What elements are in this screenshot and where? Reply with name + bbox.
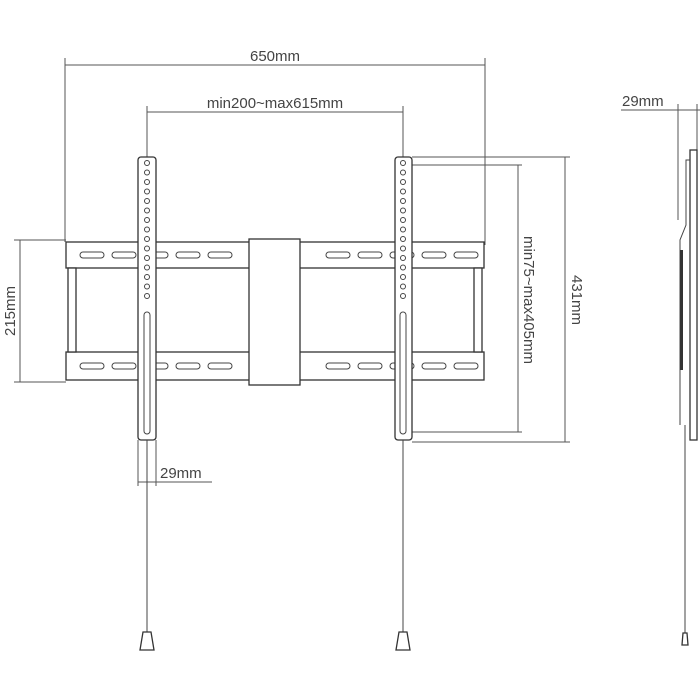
left-arm: [137, 156, 157, 441]
arm-hole: [400, 293, 406, 299]
rail-slot: [453, 251, 479, 259]
rail-slot: [421, 362, 447, 370]
arm-hole: [400, 255, 406, 261]
arm-hole: [400, 283, 406, 290]
right-safety-string: [395, 440, 411, 651]
left-safety-string: [139, 440, 155, 651]
profile-depth-label: 29mm: [622, 93, 664, 110]
right-arm: [394, 156, 413, 441]
rail-slot: [357, 362, 383, 370]
arm-spacing-label: min200~max615mm: [207, 95, 343, 112]
arm-hole: [400, 217, 406, 223]
rail-slot: [325, 251, 351, 259]
arm-width-dimension: 29mm: [137, 440, 212, 486]
arm-height-label: 431mm: [568, 275, 585, 325]
arm-height-dimension: 431mm: [412, 156, 585, 443]
arm-hole: [144, 245, 150, 252]
rail-slot: [175, 362, 201, 370]
rail-slot: [207, 251, 233, 259]
rail-slot: [325, 362, 351, 370]
arm-hole: [400, 169, 406, 176]
overall-width-label: 650mm: [250, 48, 300, 65]
rail-slot: [175, 251, 201, 259]
arm-hole: [144, 236, 150, 242]
arm-hole: [144, 293, 150, 299]
vertical-range-dimension: min75~max405mm: [412, 164, 537, 433]
arm-hole: [144, 255, 150, 261]
arm-spacing-dimension: min200~max615mm: [146, 95, 404, 158]
rail-slot: [207, 362, 233, 370]
arm-hole: [144, 169, 150, 176]
plate-height-dimension: 215mm: [2, 239, 66, 383]
rail-slot: [79, 251, 105, 259]
rail-slot: [111, 251, 137, 259]
arm-hole: [144, 217, 150, 223]
arm-hole: [400, 160, 406, 166]
arm-hole: [144, 283, 150, 290]
arm-hole: [144, 179, 150, 185]
vertical-range-label: min75~max405mm: [520, 236, 537, 364]
arm-hole: [400, 188, 406, 195]
arm-hole: [144, 160, 150, 166]
rail-slot: [357, 251, 383, 259]
side-profile-view: 29mm: [621, 93, 700, 646]
center-plate: [248, 238, 301, 386]
arm-hole: [400, 179, 406, 185]
arm-hole: [144, 207, 150, 214]
arm-hole: [400, 274, 406, 280]
arm-width-label: 29mm: [160, 465, 202, 482]
arm-hole: [400, 198, 406, 204]
overall-width-dimension: 650mm: [64, 48, 486, 245]
arm-hole: [400, 245, 406, 252]
arm-hole: [400, 236, 406, 242]
arm-hole: [144, 264, 150, 271]
arm-hole: [400, 207, 406, 214]
rail-slot: [453, 362, 479, 370]
arm-hole: [144, 226, 150, 233]
arm-hole: [144, 188, 150, 195]
wall-plate: [65, 238, 485, 386]
plate-height-label: 215mm: [2, 286, 19, 336]
rail-slot: [79, 362, 105, 370]
rail-slot: [421, 251, 447, 259]
arm-hole: [144, 198, 150, 204]
arm-hole: [400, 264, 406, 271]
arm-hole: [144, 274, 150, 280]
arm-hole: [400, 226, 406, 233]
rail-slot: [111, 362, 137, 370]
